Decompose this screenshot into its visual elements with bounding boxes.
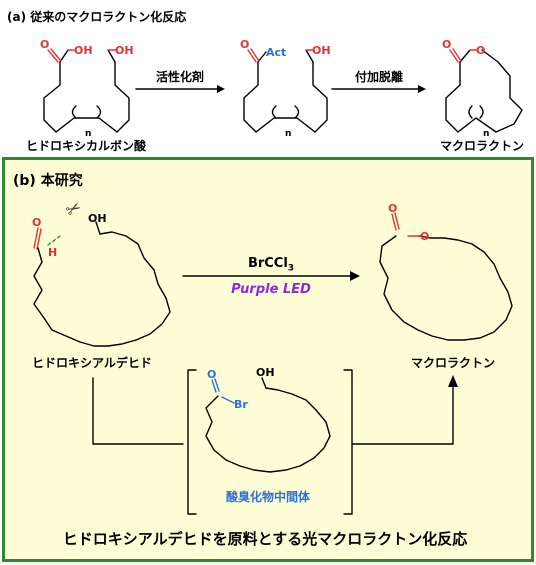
panel-b-title: (b) 本研究 — [13, 173, 83, 189]
alcohol-oh-a1: OH — [115, 44, 134, 57]
lactone-ring-o: O — [476, 44, 485, 57]
activated-acid-structure — [243, 48, 328, 133]
acid-bromide-structure — [205, 377, 331, 473]
scissors-icon: ✂ — [62, 197, 86, 223]
macrolactone-a-label: マクロラクトン — [439, 139, 525, 153]
panel-a-title: (a) 従来のマクロラクトン化反応 — [7, 10, 187, 24]
panel-b-caption: ヒドロキシアルデヒドを原料とする光マクロラクトン化反応 — [62, 530, 468, 548]
n-a3: n — [483, 129, 489, 139]
alcohol-oh-int: OH — [256, 366, 275, 379]
hydroxy-aldehyde-label: ヒドロキシアルデヒド — [32, 356, 152, 370]
connector-left — [92, 377, 184, 445]
reagent-activator: 活性化剤 — [155, 70, 205, 84]
act-group: Act — [266, 46, 286, 59]
acid-o: O — [40, 38, 49, 51]
hydroxy-acid-structure — [43, 48, 130, 133]
alcohol-oh-b: OH — [88, 212, 107, 225]
bracket-left — [187, 369, 197, 515]
panel-b — [2, 157, 534, 562]
bromide-br: Br — [234, 398, 248, 411]
lactone-carbonyl-o: O — [442, 38, 451, 51]
reagent-addition-elimination: 付加脱離 — [354, 70, 404, 84]
macrolactone-b-structure — [379, 212, 513, 341]
lactone-b-carbonyl-o: O — [388, 202, 397, 215]
act-o: O — [240, 38, 249, 51]
n-a1: n — [85, 129, 91, 139]
lactone-b-ring-o: O — [420, 230, 429, 243]
hydroxy-acid-label: ヒドロキシカルボン酸 — [25, 139, 147, 153]
aldehyde-o: O — [32, 216, 41, 229]
hydroxy-aldehyde-structure — [33, 221, 171, 347]
brccl3-subscript: 3 — [287, 263, 295, 274]
acid-oh: OH — [74, 44, 93, 57]
aldehyde-h: H — [48, 246, 57, 259]
bracket-right — [343, 369, 353, 515]
macrolactone-b-label: マクロラクトン — [410, 356, 496, 370]
bromide-o: O — [207, 368, 216, 381]
alcohol-oh-a2: OH — [312, 44, 331, 57]
purple-led-condition: Purple LED — [231, 282, 311, 297]
brccl3-reagent: BrCCl3 — [248, 256, 294, 274]
acid-bromide-label: 酸臭化物中間体 — [225, 490, 311, 504]
n-a2: n — [285, 129, 291, 139]
connector-right — [352, 384, 454, 445]
brccl3-text: BrCCl — [247, 256, 288, 271]
macrolactone-a-structure — [445, 48, 523, 133]
